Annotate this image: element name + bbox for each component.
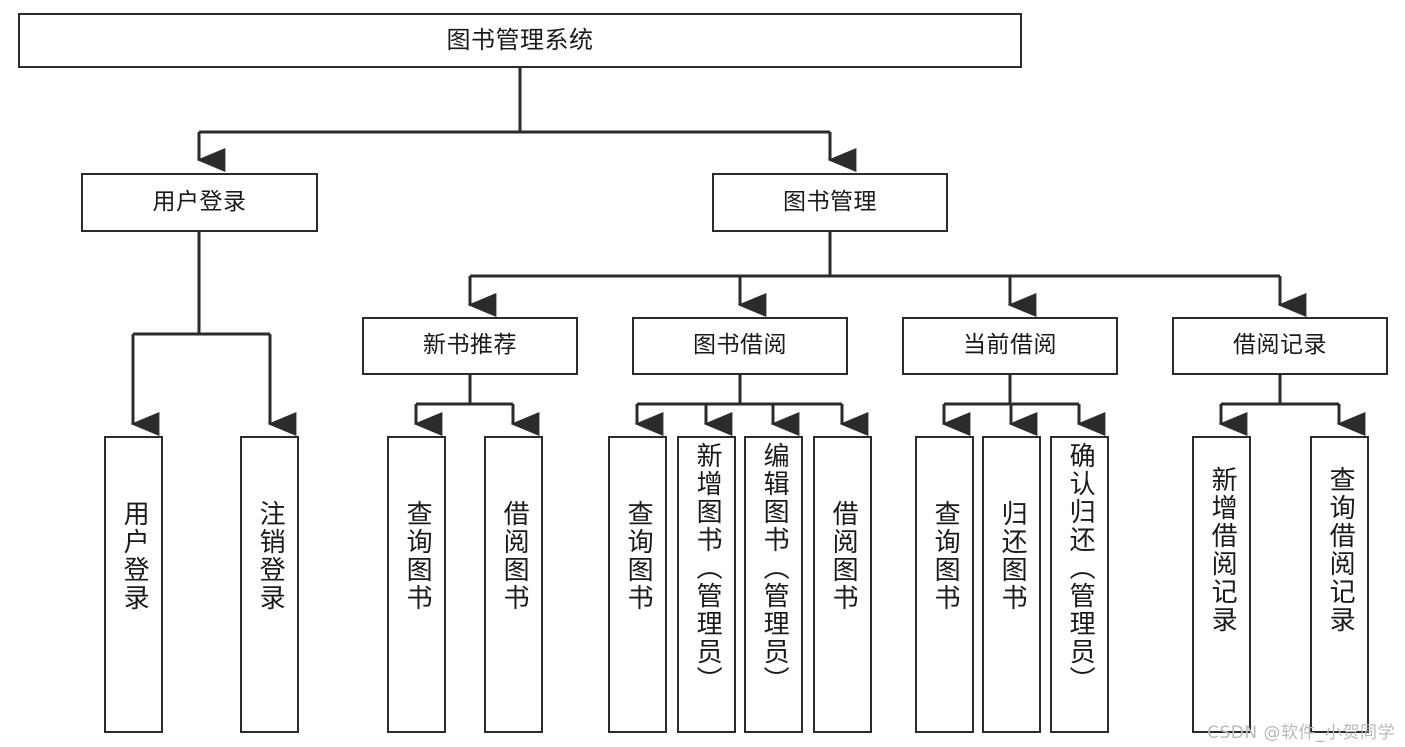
node-book-management[interactable]: 图书管理 (712, 173, 948, 232)
node-label: 编辑图书（管理员） (759, 442, 790, 694)
leaf-user-login[interactable]: 用户登录 (104, 436, 163, 733)
node-book-borrow[interactable]: 图书借阅 (632, 317, 848, 375)
edge-bookmanage-to-level3 (467, 232, 1307, 317)
leaf-edit-book-admin[interactable]: 编辑图书（管理员） (744, 436, 803, 733)
node-label: 借阅图书 (828, 500, 859, 612)
node-current-borrow[interactable]: 当前借阅 (902, 317, 1118, 375)
leaf-confirm-return-admin[interactable]: 确认归还（管理员） (1050, 436, 1109, 733)
node-label: 新增图书（管理员） (692, 442, 723, 694)
leaf-query-borrow-record[interactable]: 查询借阅记录 (1310, 436, 1369, 733)
node-label: 图书借阅 (693, 332, 787, 359)
node-label: 查询图书 (930, 500, 961, 612)
node-label: 用户登录 (119, 500, 150, 612)
edge-userlogin-to-leaves (130, 232, 297, 436)
node-label: 归还图书 (997, 500, 1028, 612)
edge-borrowrecord-to-leaves (1218, 375, 1366, 436)
node-new-book-recommend[interactable]: 新书推荐 (362, 317, 578, 375)
node-label: 注销登录 (255, 500, 286, 612)
leaf-query-book-current[interactable]: 查询图书 (915, 436, 974, 733)
node-label: 查询借阅记录 (1325, 466, 1356, 634)
edge-newbook-to-leaves (413, 375, 540, 436)
leaf-add-book-admin[interactable]: 新增图书（管理员） (677, 436, 736, 733)
node-label: 用户登录 (152, 188, 247, 215)
leaf-add-borrow-record[interactable]: 新增借阅记录 (1192, 436, 1251, 733)
leaf-borrow-book-recommend[interactable]: 借阅图书 (484, 436, 543, 733)
leaf-logout-login[interactable]: 注销登录 (240, 436, 299, 733)
node-label: 查询图书 (402, 500, 433, 612)
csdn-watermark: CSDN @软件_小贺同学 (1207, 723, 1395, 743)
edge-currentborrow-to-leaves (941, 375, 1106, 436)
node-label: 借阅图书 (499, 500, 530, 612)
node-label: 图书管理 (783, 188, 877, 215)
edge-root-to-level2 (196, 68, 857, 172)
leaf-query-book-borrow[interactable]: 查询图书 (608, 436, 667, 733)
node-label: 新增借阅记录 (1207, 466, 1238, 634)
node-label: 新书推荐 (423, 332, 517, 359)
leaf-borrow-book-borrow[interactable]: 借阅图书 (813, 436, 872, 733)
node-user-login[interactable]: 用户登录 (81, 173, 318, 232)
node-label: 查询图书 (623, 500, 654, 612)
node-borrow-record[interactable]: 借阅记录 (1172, 317, 1388, 375)
node-label: 图书管理系统 (446, 26, 594, 55)
node-label: 确认归还（管理员） (1065, 442, 1096, 694)
leaf-return-book[interactable]: 归还图书 (982, 436, 1041, 733)
edge-bookborrow-to-leaves (634, 375, 869, 436)
node-label: 借阅记录 (1233, 332, 1327, 359)
node-root-book-management-system[interactable]: 图书管理系统 (18, 13, 1022, 68)
node-label: 当前借阅 (963, 332, 1057, 359)
leaf-query-book-recommend[interactable]: 查询图书 (387, 436, 446, 733)
